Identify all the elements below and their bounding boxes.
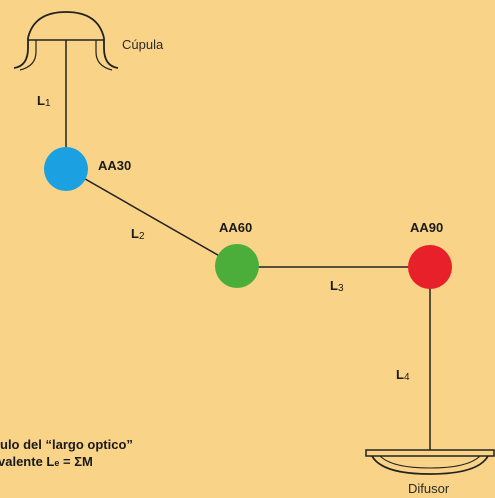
difusor-label: Difusor [408,481,450,496]
difusor-icon [365,449,495,475]
segment-l1-label: L1 [37,93,51,109]
node-aa60 [215,244,259,288]
segment-l2-label: L2 [131,226,145,242]
formula-line-2: valente Le = ΣM [0,454,93,469]
formula-suffix: = ΣM [59,454,93,469]
node-aa30 [44,147,88,191]
node-aa90 [408,245,452,289]
formula-subscript: e [54,458,60,468]
formula-prefix: valente L [0,454,55,469]
segment-l4-label: L4 [396,367,410,383]
node-aa90-label: AA90 [410,220,443,235]
formula-line-1: ulo del “largo optico” [0,437,133,452]
segment-l3-label: L3 [330,278,344,294]
segment-l2-line [65,167,238,267]
node-aa60-label: AA60 [219,220,252,235]
cupula-label: Cúpula [122,37,164,52]
cupula-icon [13,11,119,71]
node-aa30-label: AA30 [98,158,131,173]
